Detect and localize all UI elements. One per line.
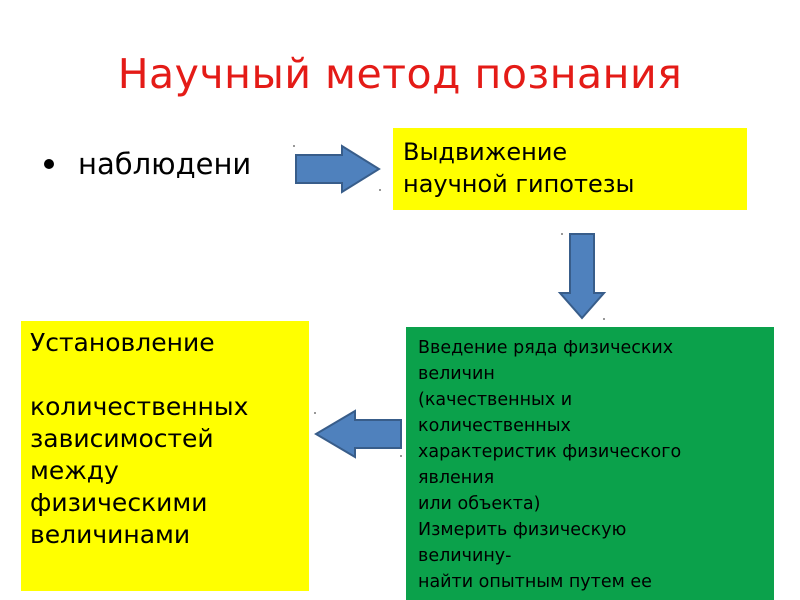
introduction-line: (качественных и (418, 390, 573, 410)
slide-title: Научный метод познания (117, 50, 683, 98)
handle-dot (400, 455, 402, 457)
introduction-line: или объекта) (418, 494, 541, 514)
handle-dot (379, 189, 381, 191)
establishment-line: между (30, 456, 119, 485)
introduction-line: величину- (418, 546, 512, 566)
bullet-dot (44, 159, 54, 169)
handle-dot (561, 233, 563, 235)
introduction-line: Измерить физическую (418, 520, 627, 540)
handle-dot (314, 412, 316, 414)
introduction-line: количественных (418, 416, 571, 436)
establishment-line: количественных (30, 392, 249, 421)
hypothesis-box: Выдвижение научной гипотезы (393, 128, 747, 210)
introduction-box: Введение ряда физических величин (качест… (406, 327, 774, 600)
establishment-line: величинами (30, 520, 191, 549)
establishment-box: Установление количественных зависимостей… (21, 321, 309, 591)
establishment-line: Установление (30, 328, 215, 357)
establishment-line: физическими (30, 488, 208, 517)
introduction-line: найти опытным путем ее (418, 572, 652, 592)
introduction-line: величин (418, 364, 495, 384)
arrow-left-icon (314, 409, 402, 459)
bullet-text: наблюдени (78, 147, 252, 181)
bullet-item-observation: наблюдени (44, 147, 251, 181)
establishment-line: зависимостей (30, 424, 214, 453)
handle-dot (293, 145, 295, 147)
introduction-line: Введение ряда физических (418, 338, 674, 358)
hypothesis-line: научной гипотезы (403, 170, 635, 198)
arrow-right-icon (295, 144, 381, 194)
introduction-line: явления (418, 468, 495, 488)
introduction-line: характеристик физического (418, 442, 682, 462)
arrow-down-icon (557, 233, 607, 320)
handle-dot (603, 318, 605, 320)
hypothesis-line: Выдвижение (403, 138, 568, 166)
